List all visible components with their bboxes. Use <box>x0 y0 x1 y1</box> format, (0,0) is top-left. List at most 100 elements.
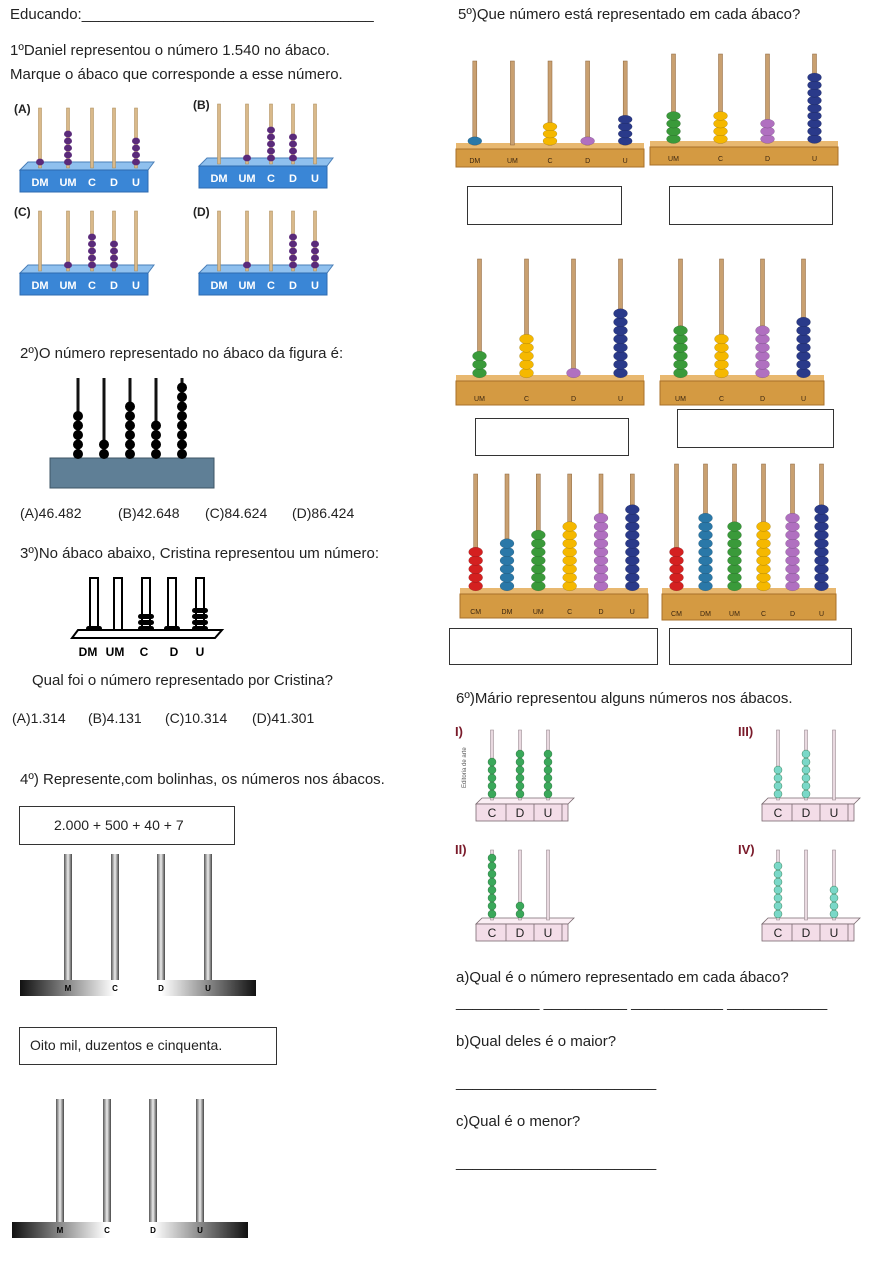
abacus-bead <box>132 137 140 145</box>
abacus-bead <box>64 158 72 166</box>
q5-answer-6[interactable] <box>669 628 852 665</box>
student-name-line[interactable]: Educando:_______________________________… <box>10 6 374 23</box>
abacus-rod <box>66 210 70 272</box>
q2-option-a[interactable]: (A)46.482 <box>20 505 82 521</box>
q5-bead <box>796 367 811 379</box>
abacus-bead <box>267 154 275 162</box>
q6-bead <box>487 757 497 767</box>
q5-base-front <box>659 380 825 406</box>
abacus-bead <box>64 144 72 152</box>
q5-bead <box>755 333 770 345</box>
q5-answer-3[interactable] <box>475 418 629 456</box>
q3-label-d: D <box>170 645 179 659</box>
abacus-bead <box>36 158 44 166</box>
abacus-bead <box>289 247 297 255</box>
q5-bead <box>593 572 609 583</box>
q5-bead <box>756 580 771 592</box>
q6-bead <box>515 757 525 767</box>
q6-bead <box>801 773 811 783</box>
q3-option-d[interactable]: (D)41.301 <box>252 710 315 726</box>
abacus-base-front <box>19 272 149 296</box>
abacus-bead <box>64 151 72 159</box>
q6-b-answer-blank[interactable]: ________________________ <box>456 1074 657 1091</box>
q5-bead <box>625 555 640 566</box>
q6-bead <box>773 877 783 887</box>
q5-answer-2[interactable] <box>669 186 833 225</box>
q3-option-b[interactable]: (B)4.131 <box>88 710 142 726</box>
q6-bead <box>773 773 783 783</box>
q2-bead <box>73 411 83 421</box>
q5-answer-4[interactable] <box>677 409 834 448</box>
q5-bead <box>714 359 729 370</box>
q3-rod <box>113 577 123 631</box>
q4-number2: Oito mil, duzentos e cinquenta. <box>30 1037 223 1053</box>
q5-bead <box>713 111 728 121</box>
q5-bead <box>796 333 811 345</box>
abacus-rod <box>38 210 42 272</box>
q5-bead <box>499 555 515 566</box>
q2-option-d[interactable]: (D)86.424 <box>292 505 355 521</box>
q3-bead <box>164 626 180 631</box>
q6-bead <box>487 893 497 903</box>
abacus-bead <box>64 261 72 269</box>
q5-place-label: DM <box>700 611 711 618</box>
q6-label-iv: IV) <box>738 842 755 857</box>
q3-abacus: DM UM C D U <box>70 577 225 659</box>
q5-bead <box>531 538 546 549</box>
q5-bead <box>625 538 640 549</box>
q5-answer-1[interactable] <box>467 186 622 225</box>
q4-rod <box>56 1099 64 1222</box>
q5-place-label: C <box>524 396 529 403</box>
q5-answer-5[interactable] <box>449 628 658 665</box>
q6-bead <box>543 789 553 799</box>
q5-bead <box>593 538 609 549</box>
q6-place-label: U <box>544 806 553 820</box>
q6-rod <box>832 849 836 921</box>
q5-bead <box>468 580 483 592</box>
q6-place-label: C <box>774 806 783 820</box>
q5-place-label: UM <box>533 609 544 616</box>
q6-place-label: U <box>544 926 553 940</box>
q5-bead <box>519 367 534 379</box>
q6-b-question: b)Qual deles é o maior? <box>456 1033 617 1050</box>
abacus-rod <box>313 103 317 165</box>
q2-abacus-base <box>49 457 215 489</box>
q6-a-answer-blanks[interactable]: __________ __________ ___________ ______… <box>456 994 828 1011</box>
q2-option-b[interactable]: (B)42.648 <box>118 505 180 521</box>
q5-bead <box>814 512 829 524</box>
q5-bead <box>669 580 684 592</box>
abacus-rod <box>112 107 116 169</box>
q3-option-a[interactable]: (A)1.314 <box>12 710 66 726</box>
q6-c-answer-blank[interactable]: ________________________ <box>456 1154 657 1171</box>
q5-rod <box>585 60 590 146</box>
q5-base-front <box>661 593 837 621</box>
q5-place-label: U <box>801 396 806 403</box>
abacus-place-label: UM <box>59 177 76 189</box>
q5-place-label: DM <box>469 158 480 165</box>
q5-base-front <box>649 146 839 166</box>
abacus-bead <box>110 247 118 255</box>
q2-option-c[interactable]: (C)84.624 <box>205 505 268 521</box>
q6-bead <box>487 789 497 799</box>
q5-place-label: C <box>719 396 724 403</box>
q3-question: 3º)No ábaco abaixo, Cristina representou… <box>20 545 379 562</box>
q5-place-label: UM <box>507 158 518 165</box>
q5-place-label: UM <box>729 611 740 618</box>
q3-option-c[interactable]: (C)10.314 <box>165 710 228 726</box>
q5-bead <box>785 521 800 532</box>
q6-bead <box>515 789 525 799</box>
q3-rod <box>89 577 99 631</box>
abacus-bead <box>311 240 319 248</box>
